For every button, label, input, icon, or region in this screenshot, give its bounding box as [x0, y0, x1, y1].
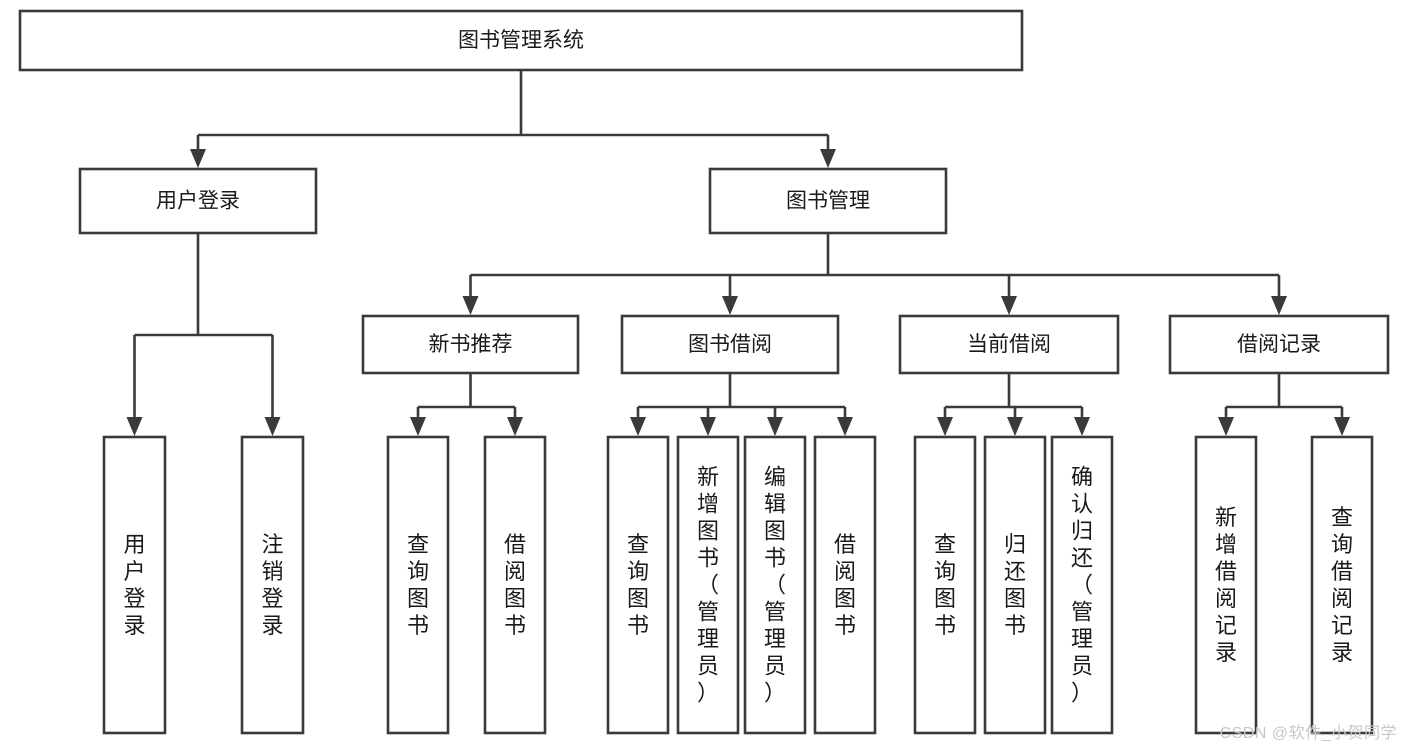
- connector-layer: [126, 70, 1350, 436]
- node-leaf-2[interactable]: 注销登录: [240, 435, 305, 735]
- connector-group-login: [126, 233, 281, 436]
- node-box[interactable]: [708, 167, 948, 235]
- csdn-watermark: CSDN @软件_小贺同学: [1219, 725, 1397, 742]
- connector-group-newbook: [410, 373, 523, 436]
- node-label: 当前借阅: [967, 333, 1051, 356]
- node-box[interactable]: [813, 435, 877, 735]
- node-box[interactable]: [676, 435, 740, 735]
- arrow-head-icon: [837, 417, 853, 436]
- arrow-head-icon: [937, 417, 953, 436]
- arrow-head-icon: [190, 149, 206, 168]
- node-box[interactable]: [78, 167, 318, 235]
- node-leaf-3[interactable]: 查询图书: [386, 435, 450, 735]
- node-leaf-4[interactable]: 借阅图书: [483, 435, 547, 735]
- arrow-head-icon: [1074, 417, 1090, 436]
- node-box[interactable]: [102, 435, 167, 735]
- node-box[interactable]: [240, 435, 305, 735]
- node-box[interactable]: [898, 314, 1120, 375]
- arrow-head-icon: [410, 417, 426, 436]
- node-label: 确认归还（管理员）: [1071, 465, 1093, 706]
- node-leaf-9[interactable]: 查询图书: [913, 435, 977, 735]
- connector-group-bookmgmt: [462, 233, 1287, 315]
- arrow-head-icon: [1007, 417, 1023, 436]
- connector-group-root: [190, 70, 836, 168]
- node-box[interactable]: [1050, 435, 1114, 735]
- node-label: 查询图书: [934, 532, 956, 638]
- node-leaf-5[interactable]: 查询图书: [606, 435, 670, 735]
- node-login[interactable]: 用户登录: [78, 167, 318, 235]
- node-borrow[interactable]: 图书借阅: [620, 314, 840, 375]
- node-root[interactable]: 图书管理系统: [18, 9, 1024, 72]
- arrow-head-icon: [820, 149, 836, 168]
- arrow-head-icon: [700, 417, 716, 436]
- node-label: 查询借阅记录: [1331, 505, 1353, 665]
- connector-group-borrow: [630, 373, 853, 436]
- node-box[interactable]: [18, 9, 1024, 72]
- arrow-head-icon: [507, 417, 523, 436]
- node-leaf-10[interactable]: 归还图书: [983, 435, 1047, 735]
- node-box[interactable]: [386, 435, 450, 735]
- node-label: 查询图书: [627, 532, 649, 638]
- node-leaf-13[interactable]: 查询借阅记录: [1310, 435, 1374, 735]
- arrow-head-icon: [1271, 296, 1287, 315]
- node-bookmgmt[interactable]: 图书管理: [708, 167, 948, 235]
- node-label: 编辑图书（管理员）: [764, 465, 786, 706]
- arrow-head-icon: [126, 417, 143, 436]
- node-box[interactable]: [361, 314, 580, 375]
- node-leaf-1[interactable]: 用户登录: [102, 435, 167, 735]
- node-label: 图书管理: [786, 190, 870, 213]
- node-leaf-11[interactable]: 确认归还（管理员）: [1050, 435, 1114, 735]
- node-label: 用户登录: [123, 532, 145, 638]
- node-box[interactable]: [620, 314, 840, 375]
- node-label: 图书管理系统: [458, 29, 584, 52]
- node-box[interactable]: [983, 435, 1047, 735]
- node-box[interactable]: [743, 435, 807, 735]
- node-box[interactable]: [606, 435, 670, 735]
- node-label: 注销登录: [261, 532, 283, 638]
- arrow-head-icon: [462, 296, 479, 315]
- node-box[interactable]: [913, 435, 977, 735]
- node-label: 新增图书（管理员）: [697, 465, 719, 706]
- node-newbook[interactable]: 新书推荐: [361, 314, 580, 375]
- node-box[interactable]: [1310, 435, 1374, 735]
- arrow-head-icon: [1334, 417, 1350, 436]
- node-leaf-7[interactable]: 编辑图书（管理员）: [743, 435, 807, 735]
- arrow-head-icon: [767, 417, 783, 436]
- connector-group-current: [937, 373, 1090, 436]
- node-label: 新增借阅记录: [1215, 505, 1237, 665]
- connector-group-record: [1218, 373, 1350, 436]
- node-label: 归还图书: [1004, 532, 1026, 638]
- node-box[interactable]: [1168, 314, 1390, 375]
- node-label: 借阅记录: [1237, 333, 1321, 356]
- node-box[interactable]: [483, 435, 547, 735]
- arrow-head-icon: [1218, 417, 1234, 436]
- node-layer: 图书管理系统用户登录图书管理新书推荐图书借阅当前借阅借阅记录用户登录注销登录查询…: [18, 9, 1390, 735]
- node-label: 新书推荐: [429, 333, 513, 356]
- arrow-head-icon: [722, 296, 738, 315]
- node-current[interactable]: 当前借阅: [898, 314, 1120, 375]
- node-leaf-8[interactable]: 借阅图书: [813, 435, 877, 735]
- node-record[interactable]: 借阅记录: [1168, 314, 1390, 375]
- node-label: 图书借阅: [688, 333, 772, 356]
- arrow-head-icon: [630, 417, 646, 436]
- node-label: 借阅图书: [834, 532, 856, 638]
- node-label: 借阅图书: [504, 532, 526, 638]
- node-leaf-12[interactable]: 新增借阅记录: [1194, 435, 1258, 735]
- node-leaf-6[interactable]: 新增图书（管理员）: [676, 435, 740, 735]
- arrow-head-icon: [1001, 296, 1017, 315]
- node-label: 查询图书: [407, 532, 429, 638]
- node-label: 用户登录: [156, 190, 240, 213]
- node-box[interactable]: [1194, 435, 1258, 735]
- arrow-head-icon: [264, 417, 281, 436]
